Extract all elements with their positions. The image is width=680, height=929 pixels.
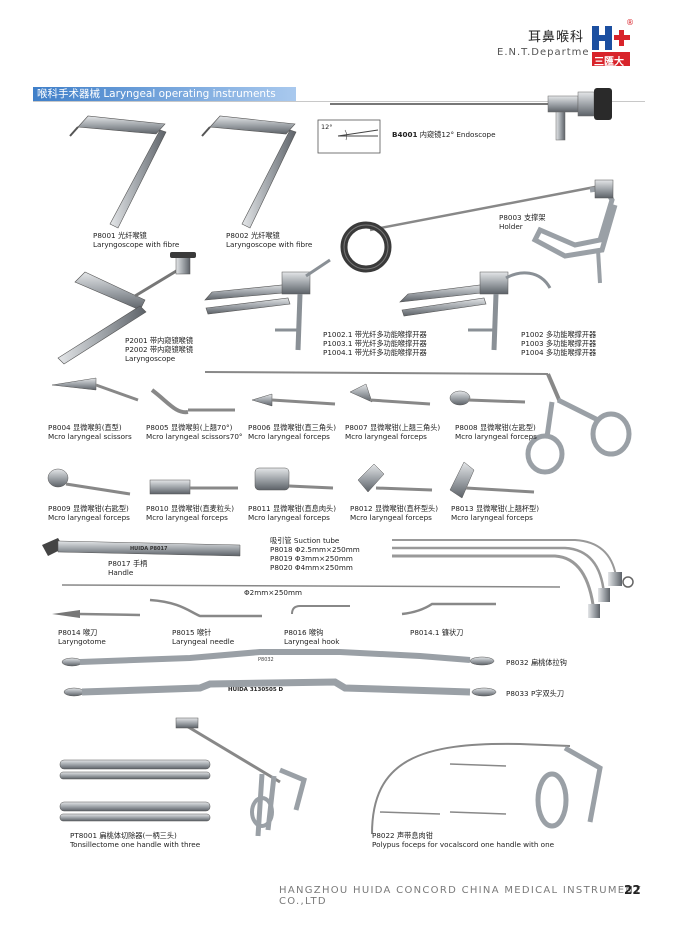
tip-p8005 bbox=[150, 388, 235, 415]
department-title-en: E.N.T.Department bbox=[497, 47, 602, 58]
distractor-image bbox=[399, 271, 552, 351]
distractor-with-fibre-image bbox=[204, 258, 331, 351]
tonsil-retractor-image bbox=[61, 649, 495, 667]
logo-text: 三匯大 bbox=[594, 57, 624, 68]
label-p8006: P8006 显微喉钳(直三角头)Mcro laryngeal forceps bbox=[248, 423, 337, 441]
knife-engraving: HUIDA 3130505 D bbox=[228, 687, 284, 693]
probe-line bbox=[61, 584, 561, 588]
en: Endoscope bbox=[456, 130, 496, 139]
label-p8032: P8032 扁桃体拉钩 bbox=[506, 658, 567, 667]
label-p8007: P8007 显微喉钳(上翘三角头)Mcro laryngeal forceps bbox=[345, 423, 441, 441]
tip-p8013 bbox=[449, 461, 535, 499]
label-probe-dimension: Φ2mm×250mm bbox=[244, 588, 302, 597]
p-double-knife-image bbox=[63, 678, 497, 697]
label-p8003: P8003 支撑架 Holder bbox=[499, 213, 546, 231]
label-p8002: P8002 光纤喉镜 Laryngoscope with fibre bbox=[226, 231, 313, 249]
tip-p8004 bbox=[51, 377, 139, 402]
label-b4001: B4001 内窥镜12° Endoscope bbox=[392, 130, 496, 139]
label-p8013: P8013 显微喉钳(上翘杯型)Mcro laryngeal forceps bbox=[451, 504, 540, 522]
label-p8001: P8001 光纤喉镜 Laryngoscope with fibre bbox=[93, 231, 180, 249]
suction-tubes-image bbox=[392, 539, 634, 618]
tip-p8006 bbox=[251, 393, 336, 407]
label-p8012: P8012 显微喉钳(直杯型头)Mcro laryngeal forceps bbox=[350, 504, 439, 522]
tip-p8009 bbox=[47, 468, 131, 496]
tip-p8010 bbox=[149, 479, 238, 495]
label-p8004: P8004 显微喉剪(直型)Mcro laryngeal scissors bbox=[48, 423, 132, 441]
tip-p8007 bbox=[349, 383, 431, 406]
retractor-engraving: P8032 bbox=[258, 657, 274, 663]
handle-engraving: HUIDA P8017 bbox=[130, 546, 168, 552]
laryngeal-hook-image bbox=[291, 605, 350, 615]
micro-tips-row1 bbox=[51, 377, 526, 415]
cn: 内窥镜12° bbox=[419, 130, 455, 139]
label-p8010: P8010 显微喉钳(直麦粒头)Mcro laryngeal forceps bbox=[146, 504, 235, 522]
tip-p8008 bbox=[449, 390, 526, 406]
label-p1002-1: P1002.1 带光纤多功能喉撑开器 P1003.1 带光纤多功能喉撑开器 P1… bbox=[323, 330, 427, 357]
label-p8009: P8009 显微喉钳(右匙型)Mcro laryngeal forceps bbox=[48, 504, 130, 522]
huida-logo: 三匯大 ® bbox=[588, 18, 634, 68]
laryngeal-needle-image bbox=[149, 598, 262, 618]
polypus-forceps-image bbox=[371, 742, 603, 835]
laryngoscope-endoscope-image bbox=[57, 252, 196, 365]
label-p1002: P1002 多功能喉撑开器 P1003 多功能喉撑开器 P1004 多功能喉撑开… bbox=[521, 330, 597, 357]
micro-tips-row2 bbox=[47, 461, 535, 499]
label-p8005: P8005 显微喉剪(上翘70°)Mcro laryngeal scissors… bbox=[146, 423, 243, 441]
label-suction-tube: 吸引管 Suction tube P8018 Φ2.5mm×250mm P801… bbox=[270, 536, 360, 572]
laryngoscope-p8002-image bbox=[201, 115, 297, 229]
label-p8011: P8011 显微喉钳(直息肉头)Mcro laryngeal forceps bbox=[248, 504, 337, 522]
page-number: 22 bbox=[624, 883, 641, 897]
code: B4001 bbox=[392, 130, 418, 139]
footer-company: HANGZHOU HUIDA CONCORD CHINA MEDICAL INS… bbox=[279, 885, 642, 907]
label-pt8001: PT8001 扁桃体切除器(一柄三头)Tonsillectome one han… bbox=[70, 831, 201, 849]
tip-p8012 bbox=[357, 463, 433, 493]
label-p8033: P8033 P字双头刀 bbox=[506, 689, 565, 698]
holder-image bbox=[340, 179, 618, 284]
label-p8014-1: P8014.1 镰状刀 bbox=[410, 628, 464, 637]
sickle-knife-image bbox=[401, 602, 496, 616]
endoscope-angle: 12° bbox=[321, 123, 333, 131]
label-p2001: P2001 带内窥镜喉镜 P2002 带内窥镜喉镜 Laryngoscope bbox=[125, 336, 194, 363]
label-p8008: P8008 显微喉钳(左匙型)Mcro laryngeal forceps bbox=[455, 423, 537, 441]
section-divider bbox=[33, 101, 645, 102]
tip-p8011 bbox=[254, 467, 334, 491]
handle-image bbox=[42, 538, 241, 557]
section-title: 喉科手术器械 Laryngeal operating instruments bbox=[33, 87, 296, 101]
department-title-cn: 耳鼻喉科 bbox=[528, 30, 585, 45]
registered-mark: ® bbox=[626, 18, 634, 27]
endoscope-image bbox=[317, 88, 612, 154]
laryngotome-image bbox=[52, 610, 141, 618]
micro-forceps-handle-image bbox=[204, 371, 632, 475]
tonsillectome-image bbox=[59, 717, 307, 837]
laryngoscope-p8001-image bbox=[69, 115, 167, 229]
